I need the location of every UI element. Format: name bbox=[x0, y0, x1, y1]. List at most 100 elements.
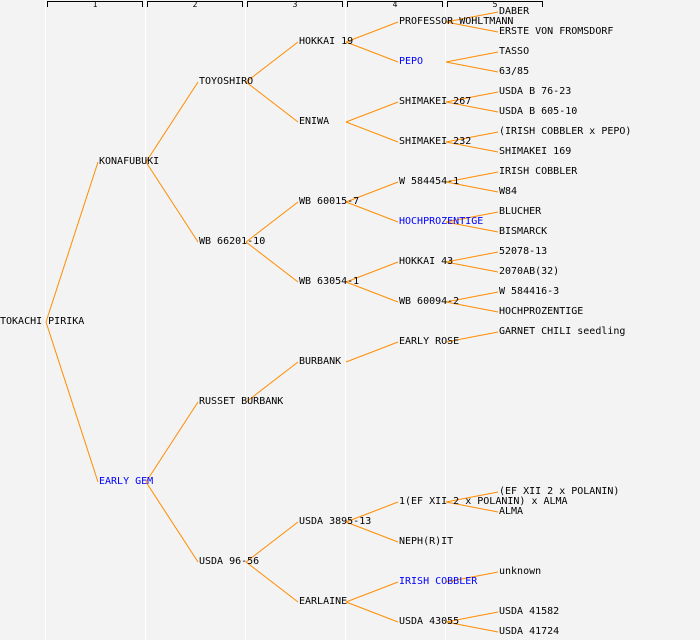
pedigree-edge bbox=[445, 171, 499, 183]
pedigree-node: SHIMAKEI 232 bbox=[399, 136, 472, 147]
pedigree-edge bbox=[345, 521, 399, 543]
pedigree-edge bbox=[345, 201, 399, 223]
pedigree-edge bbox=[445, 301, 499, 313]
pedigree-edge bbox=[245, 521, 299, 563]
pedigree-edge bbox=[445, 141, 499, 153]
pedigree-node: EARLAINE bbox=[299, 596, 348, 607]
pedigree-node: HOKKAI 19 bbox=[299, 36, 354, 47]
pedigree-node: KONAFUBUKI bbox=[99, 156, 160, 167]
pedigree-edge bbox=[345, 121, 399, 143]
pedigree-node: PROFESSOR WOHLTMANN bbox=[399, 16, 514, 27]
pedigree-node: WB 60094-2 bbox=[399, 296, 460, 307]
pedigree-node: RUSSET BURBANK bbox=[199, 396, 284, 407]
pedigree-edge bbox=[345, 21, 399, 43]
pedigree-node: HOCHPROZENTIGE bbox=[499, 306, 584, 317]
pedigree-node: BISMARCK bbox=[499, 226, 548, 237]
pedigree-edge bbox=[245, 561, 299, 603]
pedigree-edge bbox=[345, 181, 399, 203]
pedigree-node: GARNET CHILI seedling bbox=[499, 326, 626, 337]
pedigree-node: SHIMAKEI 267 bbox=[399, 96, 472, 107]
generation-divider bbox=[245, 0, 246, 640]
pedigree-edge bbox=[345, 341, 399, 363]
pedigree-node: W 584416-3 bbox=[499, 286, 560, 297]
pedigree-edge bbox=[445, 211, 499, 223]
pedigree-edge bbox=[145, 81, 199, 163]
pedigree-edge bbox=[445, 221, 499, 233]
generation-divider bbox=[145, 0, 146, 640]
pedigree-edge bbox=[245, 241, 299, 283]
pedigree-node: unknown bbox=[499, 566, 542, 577]
pedigree-edge bbox=[245, 361, 299, 403]
pedigree-edge bbox=[145, 401, 199, 483]
generation-divider bbox=[345, 0, 346, 640]
pedigree-edge bbox=[245, 41, 299, 83]
pedigree-edge bbox=[445, 571, 499, 583]
pedigree-edge bbox=[445, 181, 499, 193]
pedigree-edge bbox=[445, 501, 499, 513]
pedigree-edge bbox=[245, 81, 299, 123]
pedigree-edge bbox=[145, 481, 199, 563]
generation-bracket bbox=[47, 1, 143, 7]
pedigree-node: WB 66201-10 bbox=[199, 236, 266, 247]
pedigree-edge bbox=[145, 161, 199, 243]
pedigree-edge bbox=[445, 251, 499, 263]
generation-bracket bbox=[347, 1, 443, 7]
pedigree-edge bbox=[445, 51, 499, 63]
pedigree-node: IRISH COBBLER bbox=[499, 166, 578, 177]
pedigree-node: 2070AB(32) bbox=[499, 266, 560, 277]
pedigree-node[interactable]: IRISH COBBLER bbox=[399, 576, 478, 587]
pedigree-node: (EF XII 2 x POLANIN) bbox=[499, 486, 620, 497]
pedigree-node: NEPH(R)IT bbox=[399, 536, 454, 547]
generation-divider bbox=[45, 0, 46, 640]
pedigree-edge bbox=[345, 501, 399, 523]
pedigree-edge bbox=[445, 291, 499, 303]
pedigree-node: USDA 41724 bbox=[499, 626, 560, 637]
pedigree-edge bbox=[445, 91, 499, 103]
pedigree-node: WB 60015-7 bbox=[299, 196, 360, 207]
pedigree-edge bbox=[345, 281, 399, 303]
pedigree-node: ERSTE VON FROMSDORF bbox=[499, 26, 614, 37]
pedigree-edge bbox=[445, 621, 499, 633]
pedigree-edge bbox=[345, 261, 399, 283]
pedigree-node: 1(EF XII 2 x POLANIN) x ALMA bbox=[399, 496, 568, 507]
generation-label: 4 bbox=[392, 0, 398, 9]
generation-label: 2 bbox=[192, 0, 198, 9]
pedigree-node: USDA 41582 bbox=[499, 606, 560, 617]
pedigree-node: BLUCHER bbox=[499, 206, 542, 217]
pedigree-node: 63/85 bbox=[499, 66, 530, 77]
pedigree-node: SHIMAKEI 169 bbox=[499, 146, 572, 157]
pedigree-node: W84 bbox=[499, 186, 518, 197]
pedigree-node: TOYOSHIRO bbox=[199, 76, 254, 87]
pedigree-node: ALMA bbox=[499, 506, 524, 517]
pedigree-node: HOKKAI 43 bbox=[399, 256, 454, 267]
pedigree-node: W 584454-1 bbox=[399, 176, 460, 187]
pedigree-edge bbox=[445, 491, 499, 503]
pedigree-node: WB 63054-1 bbox=[299, 276, 360, 287]
pedigree-edge bbox=[445, 21, 499, 33]
pedigree-edge bbox=[345, 41, 399, 63]
pedigree-node: USDA 3895-13 bbox=[299, 516, 372, 527]
pedigree-node[interactable]: PEPO bbox=[399, 56, 424, 67]
pedigree-edge bbox=[345, 101, 399, 123]
generation-label: 5 bbox=[492, 0, 498, 9]
pedigree-edge bbox=[245, 201, 299, 243]
pedigree-node: ENIWA bbox=[299, 116, 330, 127]
pedigree-node: TASSO bbox=[499, 46, 530, 57]
pedigree-edge bbox=[445, 101, 499, 113]
generation-bracket bbox=[147, 1, 243, 7]
pedigree-edge bbox=[445, 611, 499, 623]
pedigree-node: USDA 96-56 bbox=[199, 556, 260, 567]
pedigree-node[interactable]: HOCHPROZENTIGE bbox=[399, 216, 484, 227]
pedigree-node: USDA B 76-23 bbox=[499, 86, 572, 97]
pedigree-node: USDA B 605-10 bbox=[499, 106, 578, 117]
generation-label: 3 bbox=[292, 0, 298, 9]
generation-bracket bbox=[247, 1, 343, 7]
pedigree-node: 52078-13 bbox=[499, 246, 548, 257]
pedigree-root: TOKACHI PIRIKA bbox=[0, 316, 85, 327]
pedigree-edge bbox=[445, 131, 499, 143]
pedigree-edge bbox=[445, 61, 499, 73]
pedigree-node: DABER bbox=[499, 6, 530, 17]
pedigree-node[interactable]: EARLY GEM bbox=[99, 476, 154, 487]
generation-label: 1 bbox=[92, 0, 98, 9]
